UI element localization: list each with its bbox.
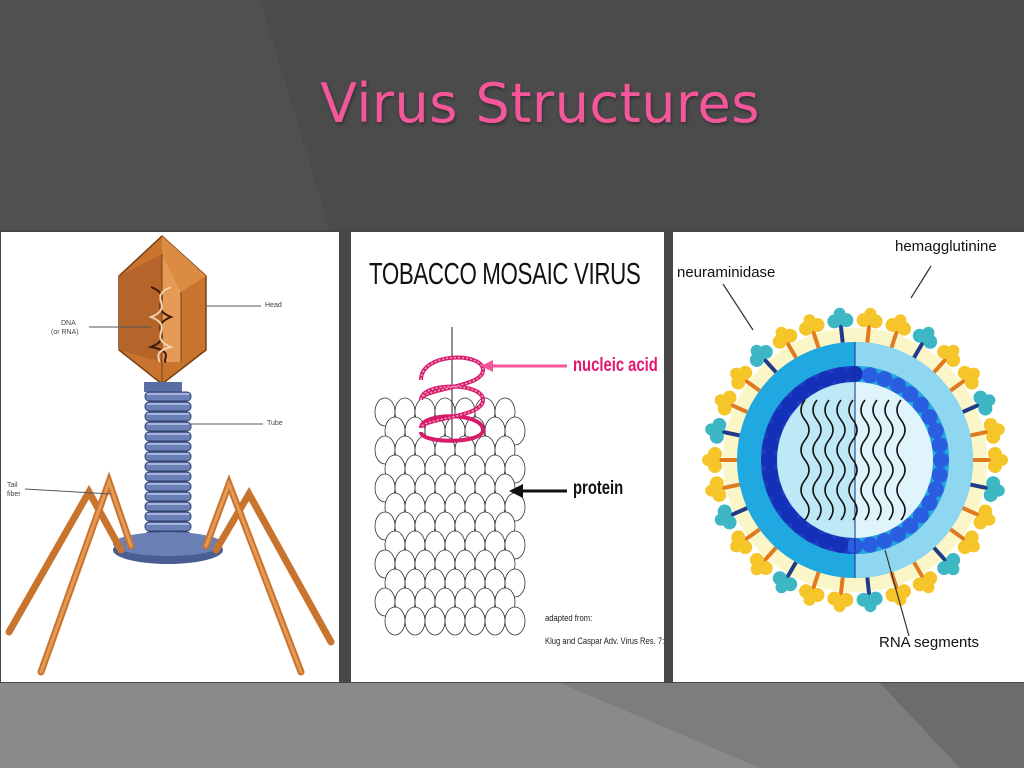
surface-spikes	[702, 307, 1008, 613]
tobacco-mosaic-diagram	[374, 327, 567, 636]
label-protein: protein	[573, 478, 624, 499]
label-neuraminidase: neuraminidase	[677, 264, 776, 281]
credit-line-1: adapted from:	[545, 613, 593, 623]
rna-segments	[800, 399, 906, 521]
tobacco-mosaic-panel: TOBACCO MOSAIC VIRUS nucleic acid protei…	[351, 232, 664, 682]
label-tube: Tube	[267, 420, 283, 427]
label-hemagglutinine: hemagglutinine	[895, 238, 997, 255]
label-head: Head	[265, 302, 282, 309]
label-dna-alt: (or RNA)	[51, 329, 79, 336]
label-dna: DNA	[61, 320, 76, 327]
label-fiber: fiber	[7, 491, 21, 498]
label-tail: Tail	[7, 482, 18, 489]
matrix-protein-layer	[761, 366, 949, 554]
slide-title: Virus Structures	[320, 72, 760, 135]
influenza-diagram	[702, 265, 1008, 637]
credit-line-2: Klug and Caspar Adv. Virus Res. 7:225	[545, 636, 664, 646]
bacteriophage-panel: Head DNA (or RNA) Tube Tail fiber	[1, 232, 339, 682]
label-rna-segments: RNA segments	[879, 634, 980, 651]
tail-tube	[144, 391, 192, 542]
protein-subunits	[374, 397, 526, 636]
tmv-title: TOBACCO MOSAIC VIRUS	[369, 256, 641, 291]
label-nucleic-acid: nucleic acid	[573, 355, 658, 376]
bacteriophage-diagram	[5, 234, 335, 676]
influenza-panel: hemagglutinine neuraminidase RNA segment…	[673, 232, 1024, 682]
